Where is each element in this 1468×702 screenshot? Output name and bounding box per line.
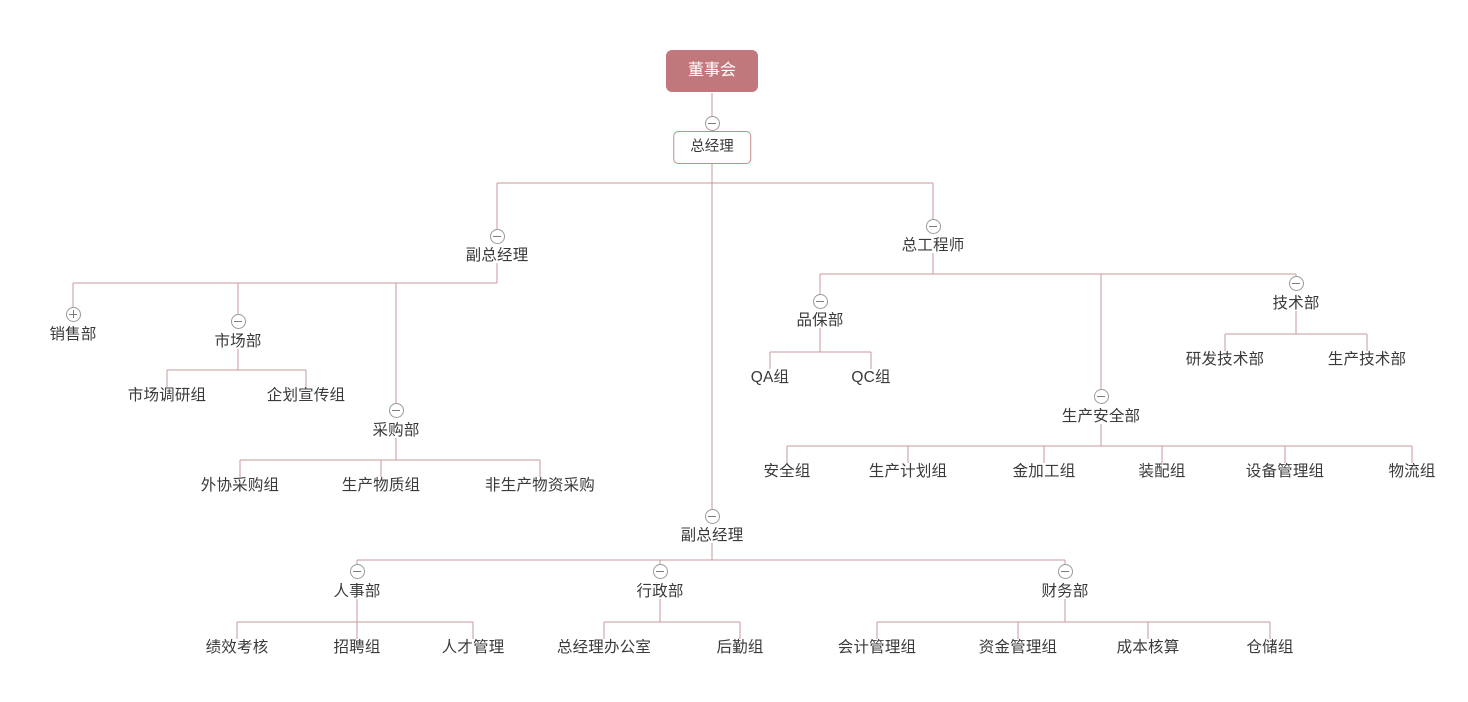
org-node-cost-acct[interactable]: 成本核算 [1117,640,1180,656]
org-node-label-hr-dept: 人事部 [333,583,381,600]
collapse-toggle-vgm-bottom[interactable] [704,508,720,524]
org-node-purchase[interactable]: 采购部 [372,423,419,439]
org-node-equipment-g[interactable]: 设备管理组 [1246,464,1325,480]
org-node-label-board: 董事会 [665,50,759,93]
collapse-toggle-purchase[interactable] [388,402,404,418]
org-node-perf-review[interactable]: 绩效考核 [206,640,269,656]
org-node-label-safety-g: 安全组 [763,463,811,480]
org-node-label-logistics-g: 物流组 [1388,463,1436,480]
org-node-market-res[interactable]: 市场调研组 [128,388,207,404]
org-node-label-prod-safety: 生产安全部 [1061,408,1141,425]
collapse-toggle-tech-dept[interactable] [1288,275,1304,291]
org-node-fund-mgmt[interactable]: 资金管理组 [979,640,1058,656]
org-node-label-prodplan-g: 生产计划组 [868,463,948,480]
collapse-toggle-gm[interactable] [704,115,720,131]
org-node-label-assembly-g: 装配组 [1138,463,1186,480]
org-node-tech-dept[interactable]: 技术部 [1272,296,1319,312]
org-node-finance-dept[interactable]: 财务部 [1041,584,1088,600]
collapse-toggle-prod-safety[interactable] [1093,388,1109,404]
org-node-label-warehouse-g: 仓储组 [1246,639,1294,656]
org-node-label-gm: 总经理 [673,131,751,164]
org-node-pur-out[interactable]: 外协采购组 [201,478,280,494]
org-node-pur-nonprod[interactable]: 非生产物资采购 [485,478,595,494]
org-node-qc-group[interactable]: QC组 [851,370,890,386]
org-node-qa-dept[interactable]: 品保部 [796,313,843,329]
org-node-label-equipment-g: 设备管理组 [1245,463,1325,480]
org-node-vgm-bottom[interactable]: 副总经理 [681,528,744,544]
org-node-prodplan-g[interactable]: 生产计划组 [869,464,948,480]
org-node-label-gm-office: 总经理办公室 [556,639,652,656]
org-node-hr-dept[interactable]: 人事部 [333,584,380,600]
org-node-label-rd-tech: 研发技术部 [1185,351,1265,368]
org-node-market[interactable]: 市场部 [214,334,261,350]
collapse-toggle-finance-dept[interactable] [1057,563,1073,579]
collapse-toggle-hr-dept[interactable] [349,563,365,579]
collapse-toggle-market[interactable] [230,313,246,329]
org-node-logistic-sup[interactable]: 后勤组 [716,640,763,656]
org-node-logistics-g[interactable]: 物流组 [1388,464,1435,480]
org-node-label-chief-eng: 总工程师 [901,237,965,254]
org-node-label-perf-review: 绩效考核 [205,639,269,656]
org-node-label-qc-group: QC组 [851,369,891,386]
org-node-label-pur-prod: 生产物质组 [341,477,421,494]
org-node-label-pur-out: 外协采购组 [200,477,280,494]
org-node-rd-tech[interactable]: 研发技术部 [1186,352,1265,368]
org-node-label-qa-dept: 品保部 [796,312,844,329]
org-node-label-recruit-g: 招聘组 [333,639,381,656]
org-node-label-talent-mgmt: 人才管理 [441,639,505,656]
org-node-talent-mgmt[interactable]: 人才管理 [442,640,505,656]
org-node-chief-eng[interactable]: 总工程师 [902,238,965,254]
org-node-label-tech-dept: 技术部 [1272,295,1320,312]
org-node-label-fund-mgmt: 资金管理组 [978,639,1058,656]
org-node-recruit-g[interactable]: 招聘组 [333,640,380,656]
org-node-label-qa-group: QA组 [750,369,790,386]
org-node-sales[interactable]: 销售部 [49,327,96,343]
collapse-toggle-vgm-left[interactable] [489,228,505,244]
org-node-label-sales: 销售部 [49,326,97,343]
org-node-label-prod-tech: 生产技术部 [1327,351,1407,368]
collapse-toggle-qa-dept[interactable] [812,293,828,309]
org-node-acct-mgmt[interactable]: 会计管理组 [838,640,917,656]
org-node-market-plan[interactable]: 企划宣传组 [267,388,346,404]
org-node-label-market: 市场部 [214,333,262,350]
org-node-label-purchase: 采购部 [372,422,420,439]
org-node-admin-dept[interactable]: 行政部 [636,584,683,600]
org-node-vgm-left[interactable]: 副总经理 [466,248,529,264]
org-node-label-market-plan: 企划宣传组 [266,387,346,404]
org-node-label-finance-dept: 财务部 [1041,583,1089,600]
org-node-label-pur-nonprod: 非生产物资采购 [485,477,595,494]
org-node-label-market-res: 市场调研组 [127,387,207,404]
org-node-machining-g[interactable]: 金加工组 [1013,464,1076,480]
expand-toggle-sales[interactable] [65,306,81,322]
org-node-warehouse-g[interactable]: 仓储组 [1246,640,1293,656]
collapse-toggle-admin-dept[interactable] [652,563,668,579]
org-node-prod-tech[interactable]: 生产技术部 [1328,352,1407,368]
org-node-label-cost-acct: 成本核算 [1116,639,1180,656]
org-node-label-admin-dept: 行政部 [636,583,684,600]
org-node-label-vgm-bottom: 副总经理 [680,527,744,544]
org-node-safety-g[interactable]: 安全组 [763,464,810,480]
org-node-pur-prod[interactable]: 生产物质组 [342,478,421,494]
org-node-gm[interactable]: 总经理 [673,131,751,164]
org-node-label-acct-mgmt: 会计管理组 [837,639,917,656]
org-node-prod-safety[interactable]: 生产安全部 [1062,409,1141,425]
org-node-label-machining-g: 金加工组 [1012,463,1076,480]
collapse-toggle-chief-eng[interactable] [925,218,941,234]
org-node-gm-office[interactable]: 总经理办公室 [557,640,651,656]
org-node-label-logistic-sup: 后勤组 [716,639,764,656]
org-node-qa-group[interactable]: QA组 [751,370,790,386]
org-node-assembly-g[interactable]: 装配组 [1138,464,1185,480]
org-node-board[interactable]: 董事会 [665,50,759,93]
org-node-label-vgm-left: 副总经理 [465,247,529,264]
